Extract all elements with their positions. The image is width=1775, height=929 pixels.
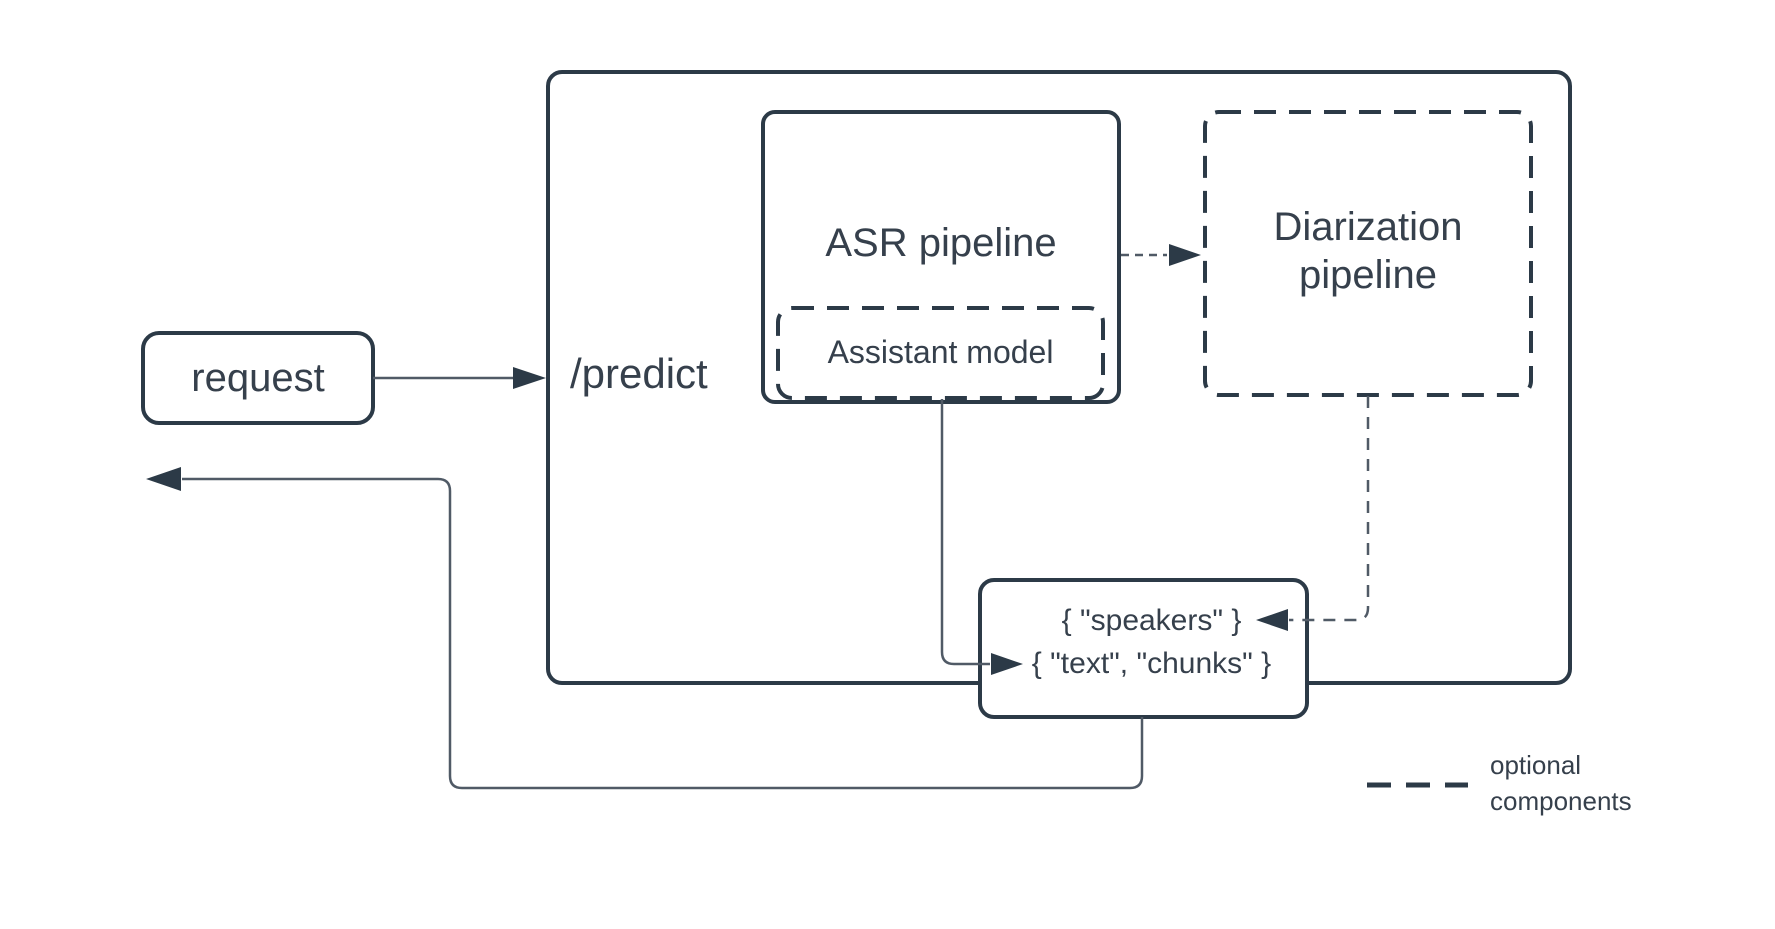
predict-endpoint-label: /predict [570,350,708,397]
assistant-to-output-arrow [940,399,1023,675]
asr-to-diarization-arrow [1121,244,1201,266]
assistant-model-box [776,306,1105,400]
diarization-to-output-arrow [1256,396,1370,631]
output-speakers-label: { "speakers" } [1061,604,1242,637]
output-text-chunks-label: { "text", "chunks" } [1031,647,1272,680]
request-to-predict-arrow [373,367,546,389]
asr-pipeline-label: ASR pipeline [825,221,1057,265]
request-label: request [191,355,325,400]
legend-optional-components-label: optional components [1490,750,1632,816]
response-return-arrow [146,467,1144,790]
diarization-pipeline-label: Diarization pipeline [1273,205,1463,297]
output-box [978,578,1309,719]
diarization-pipeline-box [1203,110,1533,397]
assistant-model-label: Assistant model [827,334,1054,370]
